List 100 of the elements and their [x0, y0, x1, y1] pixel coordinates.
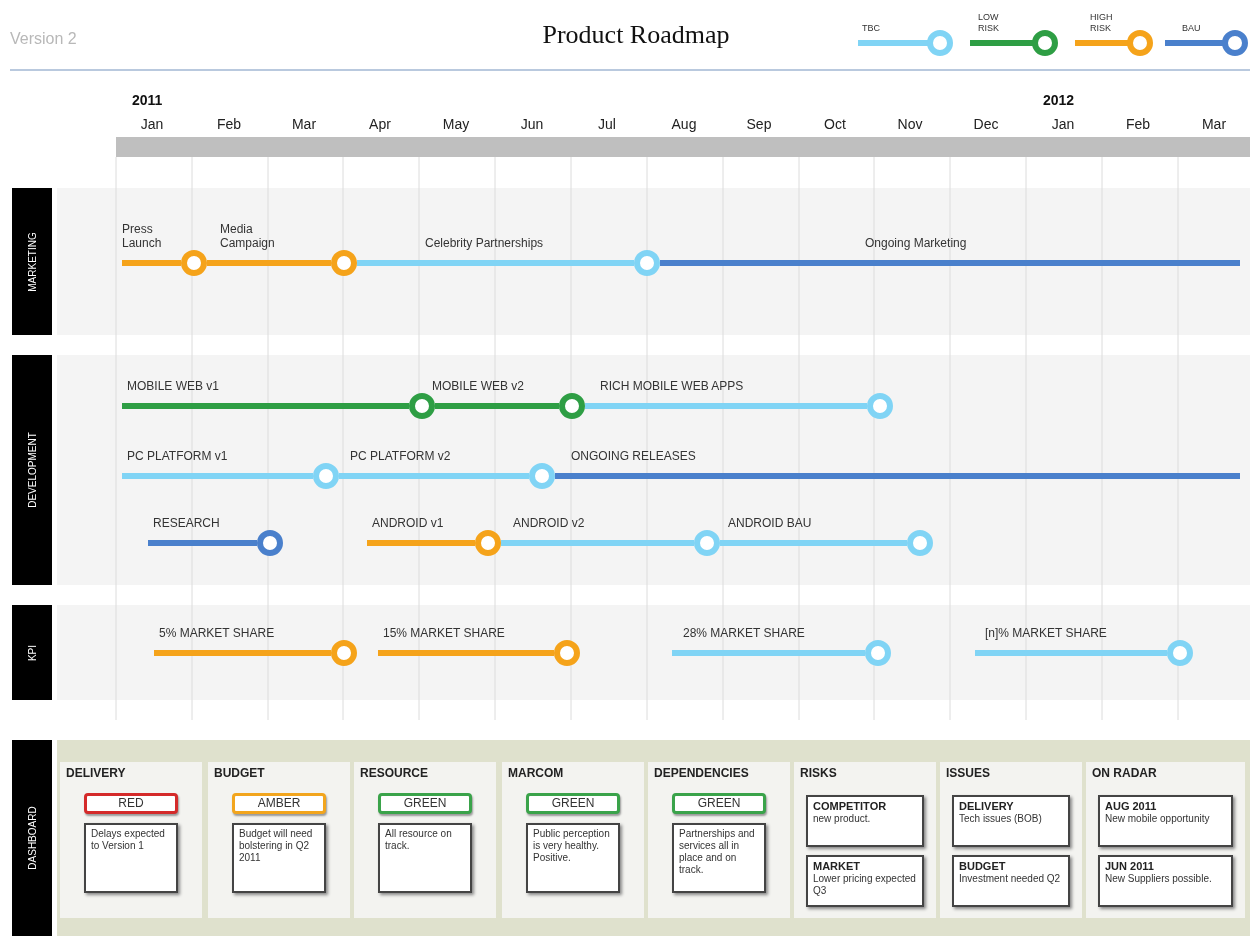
- note-heading: BUDGET: [959, 860, 1007, 873]
- month-label: Apr: [368, 116, 392, 132]
- timeline-segment: [555, 473, 1240, 479]
- milestone-circle: [907, 530, 933, 556]
- milestone-circle: [865, 640, 891, 666]
- month-label: Jan: [1050, 116, 1076, 132]
- milestone-circle: [694, 530, 720, 556]
- note-card: Delays expected to Version 1: [84, 823, 178, 893]
- segment-label: PC PLATFORM v2: [350, 449, 451, 463]
- segment-label: MOBILE WEB v1: [127, 379, 220, 393]
- month-label: Feb: [215, 116, 243, 132]
- note-heading: DELIVERY: [959, 800, 1015, 813]
- panel-heading: ON RADAR: [1092, 766, 1157, 780]
- status-badge: GREEN: [526, 793, 620, 814]
- lane-label: MARKETING: [26, 231, 38, 292]
- legend-label: LOW RISK: [978, 12, 1000, 34]
- note-heading: MARKET: [813, 860, 862, 873]
- note-card: [1098, 855, 1233, 907]
- note-text: New Suppliers possible.: [1105, 873, 1213, 885]
- dashboard-panel: [354, 762, 496, 918]
- segment-label: 15% MARKET SHARE: [383, 626, 505, 640]
- note-card: Budget will need bolstering in Q2 2011: [232, 823, 326, 893]
- timeline-segment: [585, 403, 867, 409]
- status-badge: GREEN: [378, 793, 472, 814]
- milestone-circle: [634, 250, 660, 276]
- legend-label: BAU: [1182, 23, 1201, 34]
- note-card: [1098, 795, 1233, 847]
- timeline-segment: [378, 650, 554, 656]
- milestone-circle: [331, 250, 357, 276]
- panel-heading: RISKS: [800, 766, 837, 780]
- timeline-segment: [339, 473, 529, 479]
- segment-label: MOBILE WEB v2: [432, 379, 525, 393]
- panel-heading: DELIVERY: [66, 766, 126, 780]
- segment-label: Press Launch: [122, 222, 163, 250]
- lane-label: KPI: [26, 644, 38, 661]
- timeline-segment: [435, 403, 559, 409]
- panel-heading: DEPENDENCIES: [654, 766, 749, 780]
- segment-label: [n]% MARKET SHARE: [985, 626, 1107, 640]
- timeline-segment: [357, 260, 634, 266]
- timeline-segment: [122, 260, 181, 266]
- segment-label: RESEARCH: [153, 516, 220, 530]
- timeline-segment: [367, 540, 475, 546]
- milestone-circle: [313, 463, 339, 489]
- note-card: [806, 795, 924, 847]
- timeline-segment: [660, 260, 1240, 266]
- month-label: Dec: [972, 116, 1000, 132]
- segment-label: ANDROID BAU: [728, 516, 812, 530]
- milestone-circle: [867, 393, 893, 419]
- status-badge: RED: [84, 793, 178, 814]
- note-text: new product.: [813, 813, 872, 825]
- milestone-circle: [257, 530, 283, 556]
- segment-label: Media Campaign: [220, 222, 276, 250]
- timeline-segment: [720, 540, 907, 546]
- segment-label: Celebrity Partnerships: [425, 236, 544, 250]
- dashboard-panel: [1086, 762, 1245, 918]
- lane-label: DEVELOPMENT: [26, 432, 38, 508]
- lane-label: DASHBOARD: [26, 806, 38, 870]
- note-card: [806, 855, 924, 907]
- note-text: Lower pricing expected Q3: [813, 873, 917, 897]
- timeline-segment: [975, 650, 1167, 656]
- note-heading: AUG 2011: [1105, 800, 1158, 813]
- note-card: Partnerships and services all in place and on track.: [672, 823, 766, 893]
- month-label: Jun: [519, 116, 545, 132]
- note-text: New mobile opportunity: [1105, 813, 1211, 825]
- swimlane: [12, 355, 1250, 585]
- panel-heading: BUDGET: [214, 766, 265, 780]
- segment-label: 28% MARKET SHARE: [683, 626, 805, 640]
- segment-label: 5% MARKET SHARE: [159, 626, 275, 640]
- panel-heading: RESOURCE: [360, 766, 428, 780]
- swimlane: [12, 740, 1250, 936]
- segment-label: ANDROID v1: [372, 516, 444, 530]
- milestone-circle: [331, 640, 357, 666]
- milestone-circle: [475, 530, 501, 556]
- timeline-segment: [122, 403, 409, 409]
- milestone-circle: [559, 393, 585, 419]
- swimlane: [12, 605, 1250, 700]
- dashboard-panel: [208, 762, 350, 918]
- note-card: All resource on track.: [378, 823, 472, 893]
- segment-label: RICH MOBILE WEB APPS: [600, 379, 744, 393]
- panel-heading: ISSUES: [946, 766, 990, 780]
- timeline-segment: [154, 650, 331, 656]
- month-label: Feb: [1124, 116, 1152, 132]
- timeline-segment: [207, 260, 331, 266]
- year-label: 2011: [132, 92, 163, 108]
- milestone-circle: [529, 463, 555, 489]
- note-text: Investment needed Q2: [959, 873, 1062, 885]
- note-text: Tech issues (BOB): [959, 813, 1043, 825]
- month-label: May: [441, 116, 471, 132]
- month-label: Mar: [290, 116, 318, 132]
- month-label: Jan: [139, 116, 165, 132]
- legend-label: TBC: [862, 23, 880, 34]
- timeline-segment: [122, 473, 313, 479]
- legend-label: HIGH RISK: [1090, 12, 1114, 34]
- panel-heading: MARCOM: [508, 766, 564, 780]
- dashboard-panel: [940, 762, 1082, 918]
- segment-label: PC PLATFORM v1: [127, 449, 228, 463]
- milestone-circle: [1167, 640, 1193, 666]
- note-heading: COMPETITOR: [813, 800, 888, 813]
- segment-label: Ongoing Marketing: [865, 236, 967, 250]
- milestone-circle: [181, 250, 207, 276]
